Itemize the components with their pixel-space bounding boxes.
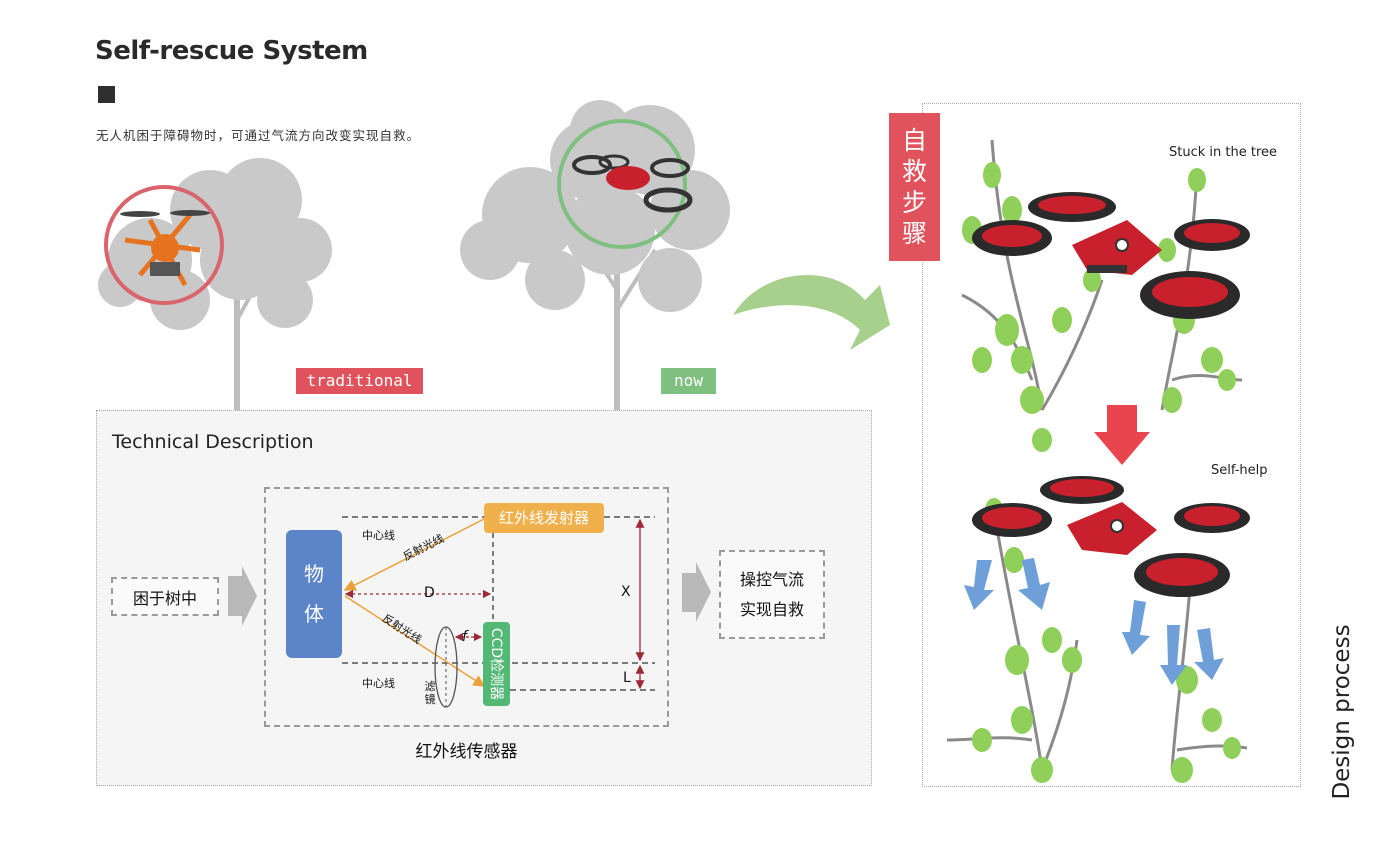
stuck-caption: Stuck in the tree xyxy=(1169,145,1277,160)
page-subtitle: 无人机困于障碍物时，可通过气流方向改变实现自救。 xyxy=(96,128,421,143)
airflow-arrows xyxy=(964,558,1224,685)
technical-title: Technical Description xyxy=(112,431,314,453)
sensor-label: 红外线传感器 xyxy=(415,742,518,762)
rescue-steps-badge: 自 救 步 骤 xyxy=(889,113,940,261)
selfhelp-caption: Self-help xyxy=(1211,463,1268,478)
transition-arrow xyxy=(733,274,890,350)
input-flow-arrow xyxy=(228,566,257,626)
upper-leaves xyxy=(962,162,1236,452)
drone-stuck xyxy=(972,192,1250,319)
lower-leaves xyxy=(972,498,1241,783)
design-process-panel xyxy=(922,103,1301,787)
output-state-label: 操控气流 实现自救 xyxy=(739,569,804,619)
l-label: L xyxy=(623,670,631,686)
comparison-illustration xyxy=(98,100,890,410)
traditional-drone-highlight xyxy=(104,185,224,305)
drone-selfhelp xyxy=(972,476,1250,597)
focal-label: f xyxy=(462,629,467,645)
page-title: Self-rescue System xyxy=(95,36,368,66)
now-tag: now xyxy=(661,368,716,394)
design-process-text: Design process xyxy=(1329,624,1355,800)
output-state-box: 操控气流 实现自救 xyxy=(719,550,825,639)
process-down-arrow xyxy=(1094,405,1150,465)
output-flow-arrow xyxy=(682,562,711,622)
input-state-label: 困于树中 xyxy=(132,588,197,608)
title-square-marker xyxy=(98,86,115,103)
design-process-vertical-label: Design process xyxy=(1327,624,1357,799)
centerline-bottom-label: 中心线 xyxy=(362,677,395,690)
ir-emitter-block: 红外线发射器 xyxy=(484,503,604,533)
distance-label: D xyxy=(424,585,435,601)
now-drone-highlight xyxy=(557,119,693,249)
filter-label: 滤 镜 xyxy=(424,680,436,706)
x-label: X xyxy=(621,584,631,600)
design-process-illustration xyxy=(946,139,1250,783)
input-state-box: 困于树中 xyxy=(111,577,219,616)
object-block: 物 体 xyxy=(286,530,342,658)
sensor-diagram-lines xyxy=(228,516,711,708)
sensor-frame xyxy=(264,487,669,727)
ccd-detector-block: CCD检测器 xyxy=(483,622,510,706)
tree-now xyxy=(460,100,730,410)
ccd-detector-label: CCD检测器 xyxy=(487,627,504,701)
traditional-tag: traditional xyxy=(296,368,423,394)
centerline-top-label: 中心线 xyxy=(362,529,395,542)
